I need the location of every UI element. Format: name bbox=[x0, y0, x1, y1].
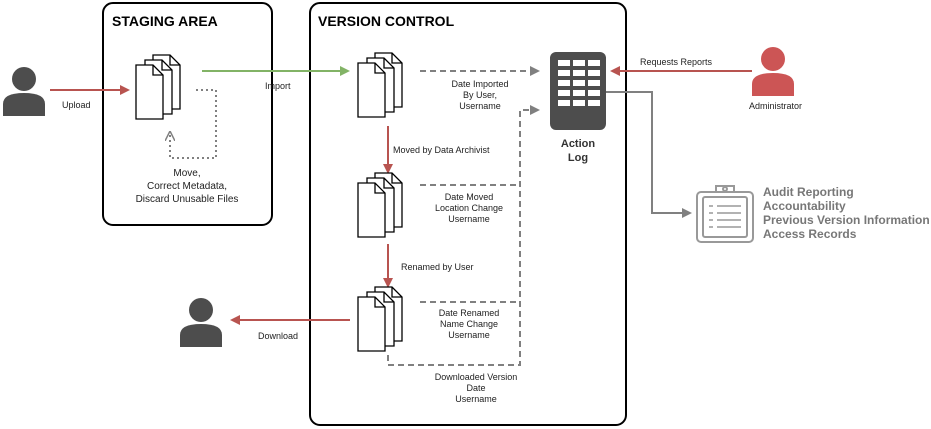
moved-label: Moved by Data Archivist bbox=[393, 145, 490, 155]
audit-item-1: Audit Reporting bbox=[763, 185, 854, 199]
import-label: Import bbox=[265, 81, 291, 91]
download-label: Download bbox=[258, 331, 298, 341]
staging-note-line-1: Move, bbox=[173, 168, 200, 179]
downloader-user-icon bbox=[180, 298, 222, 347]
audit-clipboard-icon bbox=[696, 185, 754, 243]
downloaded-log-line-2: Date bbox=[466, 383, 485, 393]
staging-area-title: STAGING AREA bbox=[112, 13, 218, 29]
administrator-user-icon bbox=[752, 47, 794, 96]
downloaded-log-line-1: Downloaded Version bbox=[435, 372, 518, 382]
log-connector-downloaded bbox=[387, 105, 540, 366]
audit-item-3: Previous Version Information bbox=[763, 213, 930, 227]
version-control-title: VERSION CONTROL bbox=[318, 13, 455, 29]
moved-document-icon bbox=[357, 172, 403, 238]
staging-document-icon bbox=[135, 54, 181, 120]
imported-log-line-2: By User, bbox=[463, 90, 497, 100]
renamed-log-line-1: Date Renamed bbox=[439, 308, 500, 318]
moved-log-line-3: Username bbox=[448, 214, 490, 224]
renamed-label: Renamed by User bbox=[401, 262, 474, 272]
requests-reports-label: Requests Reports bbox=[640, 57, 713, 67]
upload-label: Upload bbox=[62, 100, 91, 110]
staging-area-box bbox=[102, 2, 273, 226]
staging-note-line-3: Discard Unusable Files bbox=[136, 194, 239, 205]
imported-document-icon bbox=[357, 52, 403, 118]
staging-note-line-2: Correct Metadata, bbox=[147, 181, 227, 192]
moved-log-line-1: Date Moved bbox=[445, 192, 494, 202]
downloaded-log-line-3: Username bbox=[455, 394, 497, 404]
audit-item-4: Access Records bbox=[763, 227, 857, 241]
moved-log-line-2: Location Change bbox=[435, 203, 503, 213]
audit-arrow bbox=[606, 91, 692, 218]
action-log-label-2: Log bbox=[568, 152, 588, 164]
imported-log-line-3: Username bbox=[459, 101, 501, 111]
renamed-document-icon bbox=[357, 286, 403, 352]
renamed-log-line-3: Username bbox=[448, 330, 490, 340]
imported-log-line-1: Date Imported bbox=[451, 79, 508, 89]
action-log-table-icon bbox=[550, 52, 606, 130]
audit-item-2: Accountability bbox=[763, 199, 846, 213]
administrator-label: Administrator bbox=[749, 101, 802, 111]
uploader-user-icon bbox=[3, 67, 45, 116]
action-log-label-1: Action bbox=[561, 138, 596, 150]
renamed-log-line-2: Name Change bbox=[440, 319, 498, 329]
